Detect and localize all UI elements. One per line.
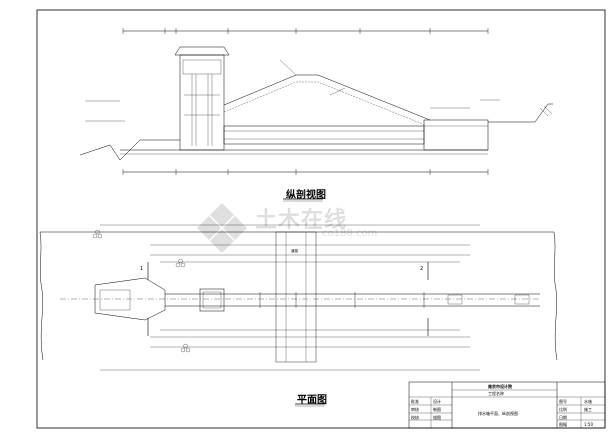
- sheet-border: [36, 9, 606, 429]
- tb-row2-label-3: 描图: [433, 415, 441, 420]
- section-view: [79, 28, 553, 202]
- road: [275, 231, 317, 363]
- culvert: [223, 125, 425, 145]
- road-label: 道路: [291, 249, 298, 253]
- tb-right-label-1: 图号: [559, 399, 567, 404]
- section-title: 纵剖视图: [286, 190, 326, 201]
- tb-row2-label-1: 设计: [433, 399, 441, 404]
- tb-right-label-2: 比例: [559, 407, 567, 412]
- watermark-url: co188.com: [322, 228, 378, 239]
- watermark-logo: [197, 203, 247, 253]
- plan-view: [39, 224, 558, 407]
- gate-well: [199, 288, 225, 312]
- title-block: [408, 381, 606, 429]
- watermark-brand: 土木在线: [255, 208, 348, 233]
- tb-right-value-1: 水施: [584, 399, 592, 404]
- title-block-company: 南京市设计院: [488, 384, 512, 389]
- tb-right-value-2: 施工: [584, 407, 592, 412]
- title-block-drawing: 排水箱平面、纵剖视图: [478, 411, 518, 416]
- tb-right-value-4: 1:50: [584, 422, 593, 427]
- inlet-funnel: [94, 277, 166, 321]
- title-block-project: 工程名称: [488, 391, 504, 396]
- gate-house: [179, 54, 225, 151]
- tb-row2-label-2: 制图: [433, 407, 441, 412]
- embankment: [223, 74, 431, 121]
- tb-row-label-1: 批准: [411, 399, 419, 404]
- section-mark-2: 2: [420, 266, 424, 272]
- tb-right-label-3: 日期: [559, 415, 567, 420]
- tb-right-label-4: 图幅: [559, 422, 567, 427]
- section-mark-1: 1: [140, 266, 144, 272]
- tb-row-label-2: 审核: [411, 407, 419, 412]
- tb-row-label-3: 校核: [411, 415, 419, 420]
- plan-title: 平面图: [297, 395, 327, 406]
